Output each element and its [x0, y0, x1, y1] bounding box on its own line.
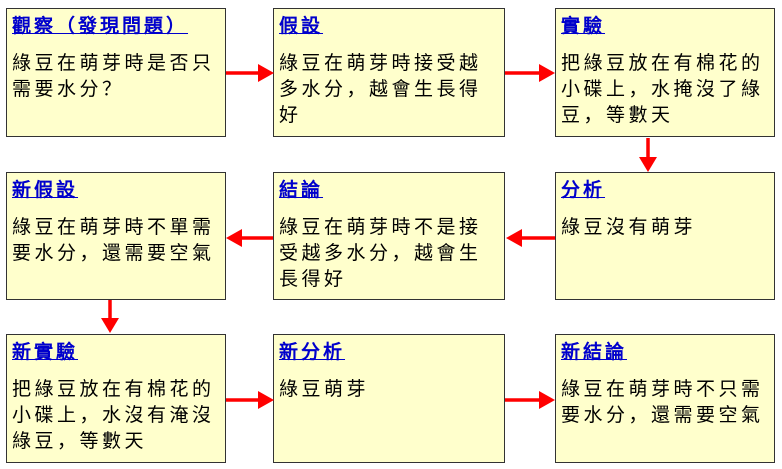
step-analysis-title[interactable]: 分析	[561, 179, 606, 201]
arrow-right-3	[226, 391, 274, 409]
step-experiment: 實驗 把綠豆放在有棉花的小碟上，水掩沒了綠豆，等數天	[555, 8, 775, 137]
step-analysis-text: 綠豆沒有萌芽	[561, 216, 697, 238]
step-hypothesis-title[interactable]: 假設	[279, 15, 324, 37]
step-conclusion-title[interactable]: 結論	[279, 179, 324, 201]
step-new-experiment: 新實驗 把綠豆放在有棉花的小碟上，水沒有淹沒綠豆，等數天	[6, 334, 226, 463]
arrow-right-2	[505, 64, 555, 82]
step-new-hypothesis: 新假設 綠豆在萌芽時不單需要水分，還需要空氣	[6, 172, 226, 300]
step-conclusion: 結論 綠豆在萌芽時不是接受越多水分，越會生長得好	[273, 172, 505, 300]
step-analysis: 分析 綠豆沒有萌芽	[555, 172, 775, 300]
step-observation: 觀察（發現問題） 綠豆在萌芽時是否只需要水分？	[6, 8, 226, 137]
step-new-hypothesis-title[interactable]: 新假設	[12, 179, 79, 201]
step-new-experiment-text: 把綠豆放在有棉花的小碟上，水沒有淹沒綠豆，等數天	[12, 378, 215, 452]
step-observation-title[interactable]: 觀察（發現問題）	[12, 15, 189, 37]
arrow-left-2	[226, 229, 273, 247]
step-experiment-title[interactable]: 實驗	[561, 15, 606, 37]
step-conclusion-text: 綠豆在萌芽時不是接受越多水分，越會生長得好	[279, 216, 482, 290]
step-new-analysis: 新分析 綠豆萌芽	[273, 334, 505, 463]
step-new-analysis-text: 綠豆萌芽	[279, 378, 370, 400]
arrow-right-1	[226, 64, 274, 82]
step-hypothesis: 假設 綠豆在萌芽時接受越多水分，越會生長得好	[273, 8, 505, 137]
step-new-conclusion: 新結論 綠豆在萌芽時不只需要水分，還需要空氣	[555, 334, 775, 463]
step-new-hypothesis-text: 綠豆在萌芽時不單需要水分，還需要空氣	[12, 216, 215, 264]
step-new-analysis-title[interactable]: 新分析	[279, 341, 346, 363]
step-observation-text: 綠豆在萌芽時是否只需要水分？	[12, 52, 215, 100]
step-new-conclusion-text: 綠豆在萌芽時不只需要水分，還需要空氣	[561, 378, 764, 426]
arrow-right-4	[505, 391, 555, 409]
step-experiment-text: 把綠豆放在有棉花的小碟上，水掩沒了綠豆，等數天	[561, 52, 764, 126]
step-new-conclusion-title[interactable]: 新結論	[561, 341, 628, 363]
arrow-down-2	[101, 300, 119, 333]
step-hypothesis-text: 綠豆在萌芽時接受越多水分，越會生長得好	[279, 52, 482, 126]
arrow-left-1	[506, 229, 555, 247]
arrow-down-1	[639, 138, 657, 172]
step-new-experiment-title[interactable]: 新實驗	[12, 341, 79, 363]
